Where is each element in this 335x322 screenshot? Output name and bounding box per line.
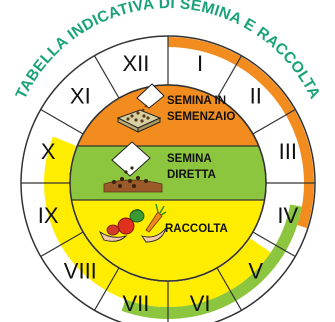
month-numeral-xii: XII (122, 51, 149, 76)
band-raccolta-label: RACCOLTA (165, 223, 228, 235)
month-numeral-x: X (41, 139, 56, 164)
month-divider (93, 267, 120, 311)
month-numeral-ii: II (250, 83, 262, 108)
seed-packet-soil-icon (103, 141, 163, 193)
month-divider (252, 108, 296, 135)
season-arcs (44, 37, 314, 319)
month-divider (252, 231, 296, 258)
band-diretta-line-2: DIRETTA (167, 169, 216, 181)
month-divider (216, 55, 243, 99)
harvest-vegetables-hands-icon (98, 203, 167, 243)
month-numeral-iv: IV (277, 203, 298, 228)
month-divider (93, 55, 120, 99)
seed-tray-icon (116, 83, 165, 133)
season-arc-diretta (121, 204, 302, 319)
month-numeral-v: V (248, 259, 263, 284)
month-numeral-ix: IX (38, 203, 59, 228)
band-semenzaio-line-2: SEMENZAIO (167, 111, 235, 123)
month-divider (40, 108, 84, 135)
month-numeral-iii: III (279, 139, 297, 164)
band-semenzaio-label: SEMINA IN SEMENZAIO (167, 95, 235, 123)
month-numeral-viii: VIII (64, 259, 97, 284)
inner-bands (70, 85, 266, 281)
band-diretta-line-1: SEMINA (167, 153, 211, 165)
month-numeral-vi: VI (190, 291, 211, 316)
month-divider (40, 231, 84, 258)
month-dividers (21, 36, 315, 322)
month-numeral-xi: XI (70, 83, 91, 108)
month-numeral-vii: VII (122, 291, 149, 316)
band-diretta-label: SEMINA DIRETTA (167, 153, 216, 181)
month-divider (216, 267, 243, 311)
season-arc-raccolta (44, 136, 271, 307)
month-numeral-i: I (197, 51, 203, 76)
band-diretta (70, 146, 266, 200)
band-semenzaio-line-1: SEMINA IN (167, 95, 226, 107)
